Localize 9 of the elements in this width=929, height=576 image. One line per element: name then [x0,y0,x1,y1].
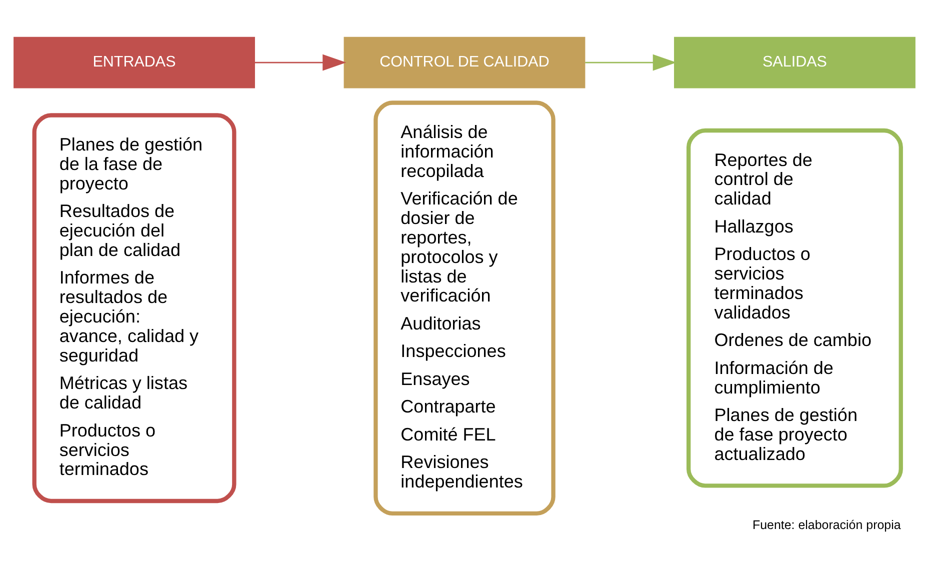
arrow [254,54,346,71]
node-box: Planes de gestión de la fase de proyecto Resultados de ejecución del plan de calidad Informes de resultados de ejecución: avance, calidad y seguridad Métricas y listas de calidad Productos o servicios terminados [32,113,236,504]
node-box: CONTROL DE CALIDAD [344,36,586,88]
node-box: Reportes de control de calidad Hallazgos Productos o servicios terminados validados Ordenes de cambio Información de cumplimiento Planes de gestión de fase proyecto actualizado [686,128,903,488]
arrow [585,54,676,71]
caption: Fuente: elaboración propia [752,518,901,532]
node-box: SALIDAS [674,36,916,88]
node-box: Análisis de información recopilada Verificación de dosier de reportes, protocolos y listas de verificación Auditorias Inspecciones Ensayes Contraparte Comité FEL Revisiones independientes [374,100,556,516]
node-box: ENTRADAS [14,36,255,88]
